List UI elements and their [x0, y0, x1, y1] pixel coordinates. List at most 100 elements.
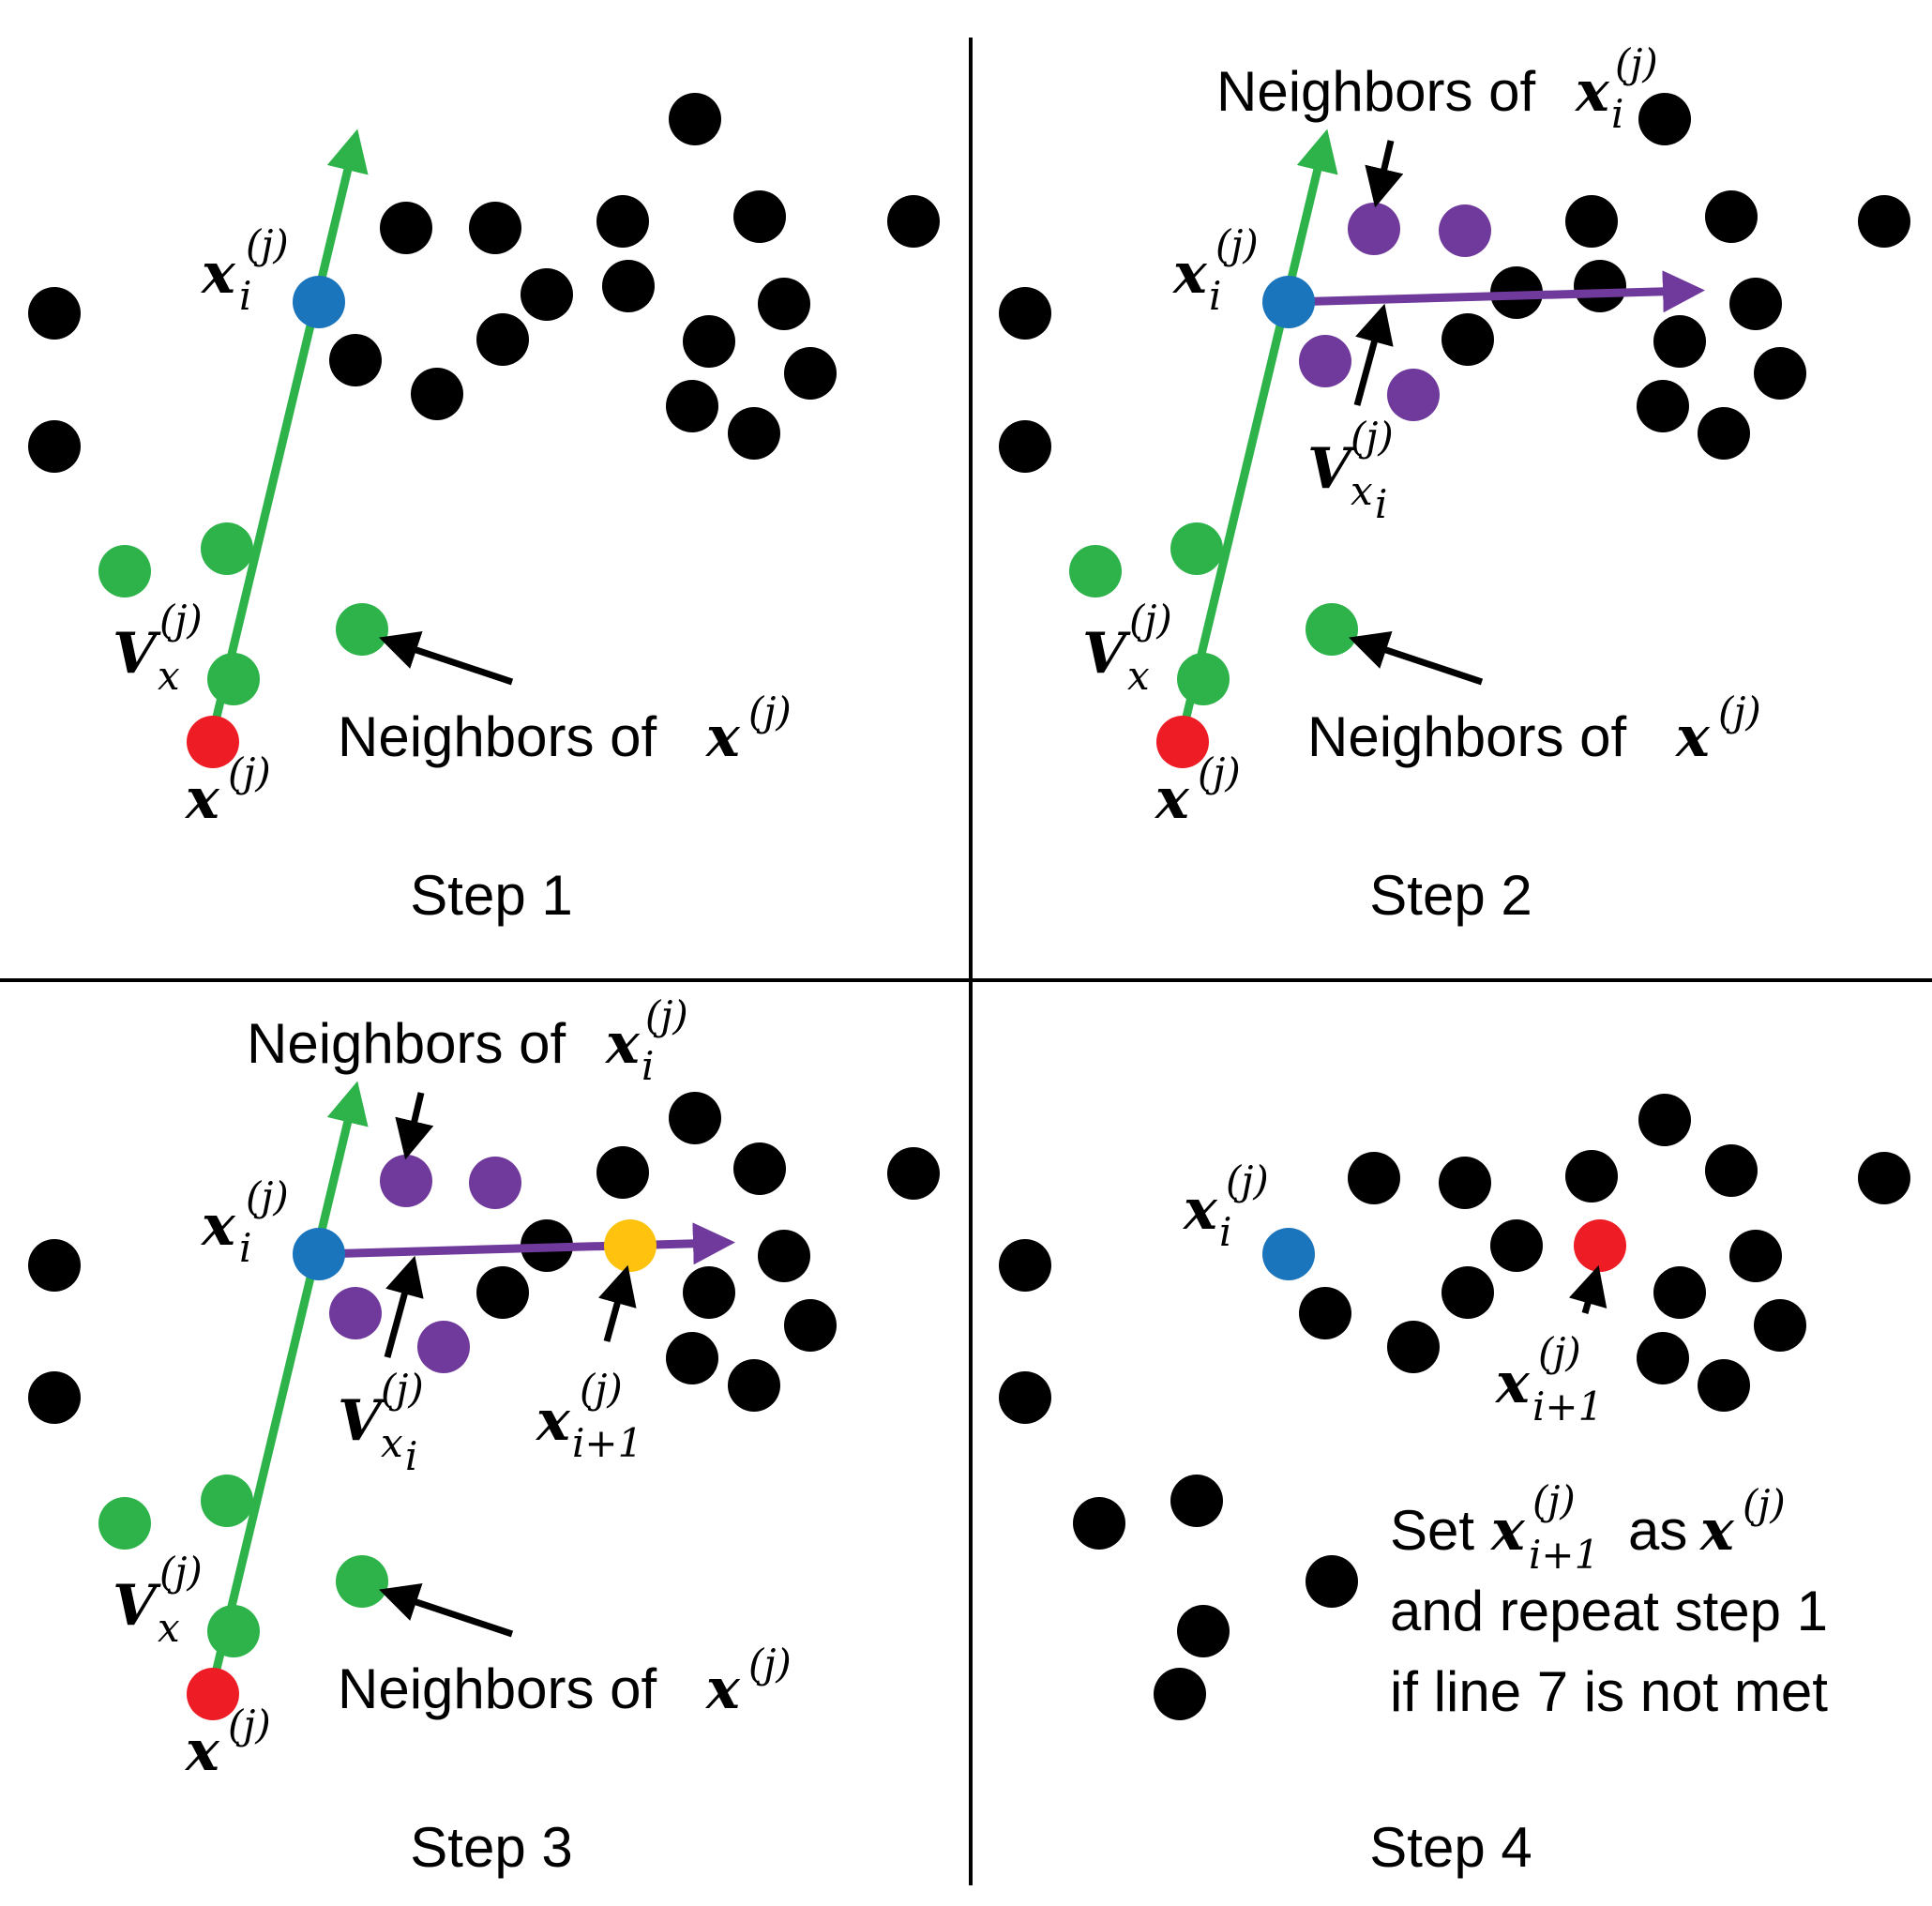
- green-direction-arrow: [208, 1081, 369, 1687]
- next-point-label: x: [535, 1388, 571, 1454]
- neighbors-of-x-label: Neighbors of: [1307, 705, 1627, 768]
- black-points: [28, 93, 940, 473]
- panel-step-2: x (j) i V (j) x x (j) Neighbors of x (j)…: [999, 40, 1910, 927]
- xi-sup: (j): [1215, 221, 1259, 267]
- xi-sub: i: [1219, 1209, 1231, 1255]
- xi-label: x: [200, 1193, 236, 1259]
- blue-point-xi: [293, 276, 345, 328]
- neighbor-pointer-arrow: [379, 631, 514, 686]
- x-sup: (j): [228, 1702, 271, 1747]
- step-1-title: Step 1: [410, 864, 572, 927]
- note-sup-2: (j): [1743, 1481, 1786, 1527]
- yellow-point-xi-plus-1: [604, 1219, 657, 1272]
- vxi-subsub: i: [405, 1433, 417, 1479]
- neighbors-of-x-var: x: [704, 1656, 741, 1722]
- x-label: x: [1154, 766, 1190, 832]
- vx-sup: (j): [1129, 597, 1172, 643]
- vxi-sup: (j): [1351, 414, 1394, 460]
- neighbors-of-xi-sub: i: [641, 1043, 654, 1089]
- neighbors-of-x-var: x: [704, 704, 741, 770]
- next-point-label: x: [1494, 1351, 1531, 1416]
- xi-label: x: [1182, 1177, 1218, 1243]
- next-point-sup: (j): [580, 1366, 623, 1412]
- purple-neighbor-points: [1299, 203, 1491, 421]
- note-var-2: x: [1698, 1498, 1735, 1564]
- xi-label: x: [200, 241, 236, 307]
- red-point-x: [1156, 716, 1209, 768]
- purple-neighbor-points: [329, 1155, 521, 1373]
- vx-label: V: [1082, 621, 1131, 687]
- red-point-x: [187, 1668, 239, 1720]
- purple-direction-arrow: [1288, 270, 1705, 313]
- note-var-1: x: [1489, 1498, 1526, 1564]
- purple-direction-arrow: [318, 1222, 735, 1265]
- blue-point-xi: [293, 1228, 345, 1280]
- next-point-sub: i+1: [1532, 1384, 1603, 1430]
- neighbors-of-x-sup: (j): [1718, 688, 1761, 734]
- vx-label: V: [113, 1573, 161, 1639]
- step-4-title: Step 4: [1369, 1816, 1532, 1879]
- vxi-pointer-arrow: [384, 1255, 424, 1358]
- xi-neighbor-pointer-arrow: [1365, 140, 1404, 208]
- x-sup: (j): [228, 749, 271, 795]
- red-point-xi-plus-1: [1574, 1219, 1626, 1272]
- note-line-2: and repeat step 1: [1390, 1580, 1828, 1642]
- black-points: [999, 1094, 1910, 1720]
- neighbors-of-xi-label: Neighbors of: [1216, 60, 1536, 123]
- neighbor-pointer-arrow: [1349, 631, 1484, 686]
- neighbor-pointer-arrow: [379, 1583, 514, 1638]
- neighbors-of-x-sup: (j): [748, 1641, 792, 1687]
- vx-sup: (j): [159, 1549, 203, 1595]
- vxi-sub: x: [381, 1420, 403, 1466]
- vxi-label: V: [1307, 436, 1356, 502]
- green-direction-arrow: [1178, 129, 1338, 734]
- xi-sup: (j): [1226, 1157, 1269, 1203]
- neighbors-of-xi-var: x: [604, 1011, 641, 1077]
- neighbors-of-xi-var: x: [1574, 59, 1610, 125]
- x-sup: (j): [1198, 749, 1241, 795]
- black-points: [999, 93, 1910, 473]
- neighbors-of-x-sup: (j): [748, 688, 792, 734]
- vx-sup: (j): [159, 597, 203, 643]
- neighbors-of-xi-label: Neighbors of: [247, 1012, 566, 1075]
- note-sup-1: (j): [1532, 1477, 1576, 1523]
- neighbors-of-x-var: x: [1674, 704, 1711, 770]
- blue-point-xi: [1262, 276, 1315, 328]
- next-point-pointer-arrow: [1568, 1264, 1607, 1314]
- x-label: x: [184, 1718, 220, 1784]
- panel-step-3: x (j) i V (j) x x (j) Neighbors of x (j)…: [28, 992, 940, 1879]
- xi-sub: i: [239, 1225, 251, 1271]
- vxi-subsub: i: [1375, 481, 1387, 527]
- note-as-word: as: [1628, 1499, 1687, 1562]
- vxi-label: V: [338, 1388, 386, 1454]
- xi-sup: (j): [246, 1173, 289, 1219]
- neighbors-of-x-label: Neighbors of: [338, 705, 657, 768]
- green-direction-arrow: [208, 129, 369, 734]
- xi-neighbor-pointer-arrow: [395, 1092, 434, 1160]
- note-line-3: if line 7 is not met: [1390, 1660, 1828, 1723]
- vxi-sup: (j): [381, 1366, 424, 1412]
- xi-label: x: [1171, 241, 1208, 307]
- vxi-pointer-arrow: [1353, 303, 1394, 406]
- black-points: [28, 1092, 940, 1424]
- red-point-x: [187, 716, 239, 768]
- neighbors-of-xi-sup: (j): [1615, 40, 1658, 86]
- green-neighbor-points: [98, 522, 388, 705]
- x-label: x: [184, 766, 220, 832]
- step-3-title: Step 3: [410, 1816, 572, 1879]
- panel-step-1: x (j) i V (j) x x (j) Neighbors of x (j)…: [28, 93, 940, 927]
- green-neighbor-points: [98, 1475, 388, 1657]
- panel-step-4: x (j) i x (j) i+1 Set x (j) i+1 as x (j)…: [999, 1094, 1910, 1879]
- xi-sub: i: [239, 273, 251, 319]
- next-point-pointer-arrow: [598, 1264, 637, 1342]
- vx-sub: x: [158, 1605, 180, 1651]
- neighbors-of-x-label: Neighbors of: [338, 1657, 657, 1720]
- vxi-sub: x: [1351, 468, 1373, 514]
- xi-sub: i: [1209, 273, 1221, 319]
- vx-sub: x: [1127, 653, 1150, 699]
- neighbors-of-xi-sub: i: [1611, 91, 1623, 137]
- vx-sub: x: [158, 653, 180, 699]
- xi-sup: (j): [246, 221, 289, 267]
- vx-label: V: [113, 621, 161, 687]
